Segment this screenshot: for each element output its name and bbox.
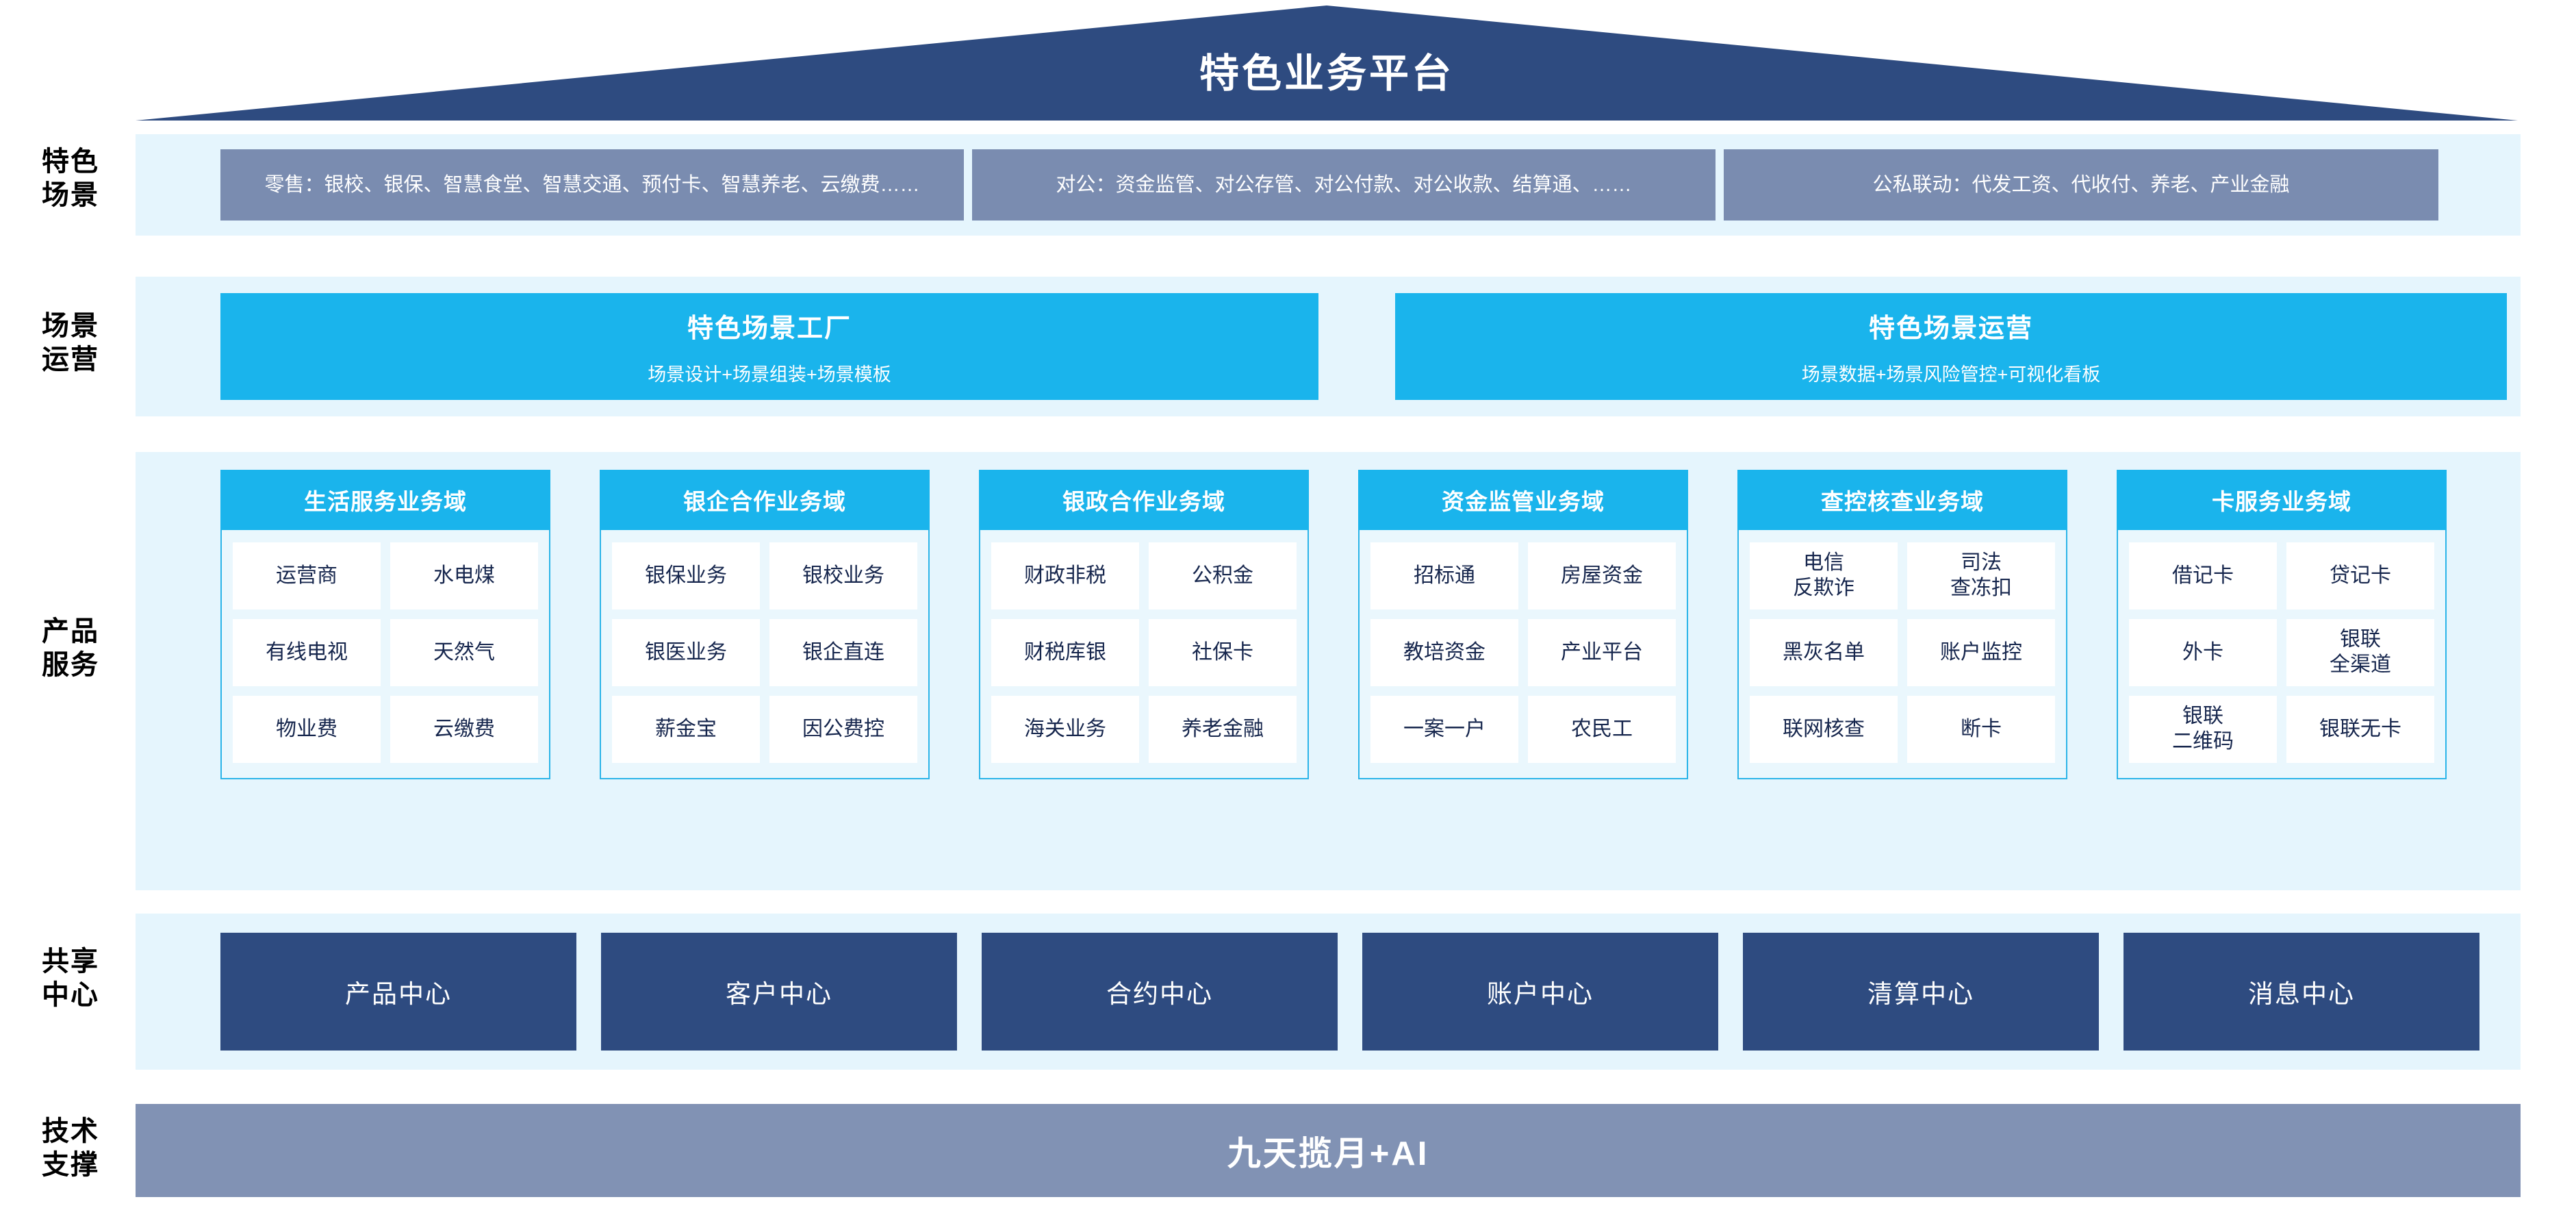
domain-item-grid: 电信反欺诈 司法查冻扣 黑灰名单 账户监控 联网核查 断卡 [1739,529,2066,778]
domain-card-life-service[interactable]: 生活服务业务域 运营商 水电煤 有线电视 天然气 物业费 云缴费 [220,470,550,779]
domain-item[interactable]: 借记卡 [2129,542,2277,609]
domain-card-fund-supervision[interactable]: 资金监管业务域 招标通 房屋资金 教培资金 产业平台 一案一户 农民工 [1358,470,1688,779]
shared-center-customer[interactable]: 客户中心 [601,933,957,1051]
roof-shape [136,5,2518,121]
domain-item-grid: 招标通 房屋资金 教培资金 产业平台 一案一户 农民工 [1360,529,1687,778]
domain-item[interactable]: 公积金 [1149,542,1297,609]
domain-item[interactable]: 断卡 [1907,696,2055,763]
domain-header: 卡服务业务域 [2117,470,2447,530]
domain-item[interactable]: 薪金宝 [612,696,760,763]
row-label-shared-center-line1: 共享 [42,946,99,977]
domain-item[interactable]: 银保业务 [612,542,760,609]
domain-item[interactable]: 联网核查 [1750,696,1898,763]
row-label-product-service-line2: 服务 [42,649,99,680]
domain-item[interactable]: 天然气 [390,619,538,686]
page-title: 特色业务平台 [1199,51,1454,96]
row-label-tech-support: 技术支撑 [12,1115,129,1182]
domain-item-grid: 财政非税 公积金 财税库银 社保卡 海关业务 养老金融 [980,529,1308,778]
domain-item[interactable]: 海关业务 [991,696,1139,763]
domain-item[interactable]: 物业费 [233,696,381,763]
domain-item[interactable]: 黑灰名单 [1750,619,1898,686]
domain-item[interactable]: 有线电视 [233,619,381,686]
shared-center-account[interactable]: 账户中心 [1362,933,1718,1051]
row-label-scene-operation-line2: 运营 [42,344,99,375]
shared-center-contract[interactable]: 合约中心 [982,933,1338,1051]
domain-item[interactable]: 产业平台 [1528,619,1676,686]
domain-header: 银政合作业务域 [979,470,1309,530]
domain-item-grid: 银保业务 银校业务 银医业务 银企直连 薪金宝 因公费控 [601,529,928,778]
domain-item[interactable]: 银医业务 [612,619,760,686]
domain-item[interactable]: 社保卡 [1149,619,1297,686]
domain-item[interactable]: 因公费控 [769,696,917,763]
domain-item[interactable]: 贷记卡 [2286,542,2434,609]
row-label-product-service: 产品服务 [12,615,129,682]
domain-header: 银企合作业务域 [600,470,930,530]
shared-center-product[interactable]: 产品中心 [220,933,576,1051]
domain-item[interactable]: 财税库银 [991,619,1139,686]
domain-item[interactable]: 教培资金 [1370,619,1518,686]
domain-card-bank-government[interactable]: 银政合作业务域 财政非税 公积金 财税库银 社保卡 海关业务 养老金融 [979,470,1309,779]
domain-item[interactable]: 养老金融 [1149,696,1297,763]
domain-card-card-service[interactable]: 卡服务业务域 借记卡 贷记卡 外卡 银联全渠道 银联二维码 银联无卡 [2117,470,2447,779]
domain-header: 资金监管业务域 [1358,470,1688,530]
row-label-tech-support-line1: 技术 [42,1116,99,1146]
domain-card-investigation-control[interactable]: 查控核查业务域 电信反欺诈 司法查冻扣 黑灰名单 账户监控 联网核查 断卡 [1737,470,2067,779]
scene-factory-card[interactable]: 特色场景工厂 场景设计+场景组装+场景模板 [220,293,1318,400]
scene-operation-subtitle: 场景数据+场景风险管控+可视化看板 [1801,364,2101,385]
shared-center-message[interactable]: 消息中心 [2124,933,2479,1051]
domain-header: 生活服务业务域 [220,470,550,530]
tech-support-label: 九天揽月+AI [1227,1135,1429,1172]
row-label-scenarios-line1: 特色 [42,147,99,177]
scenarios-band: 零售：银校、银保、智慧食堂、智慧交通、预付卡、智慧养老、云缴费…… 对公：资金监… [136,134,2521,236]
domain-item[interactable]: 运营商 [233,542,381,609]
domain-item[interactable]: 银企直连 [769,619,917,686]
scene-operation-title: 特色场景运营 [1868,314,2033,343]
domain-item-grid: 借记卡 贷记卡 外卡 银联全渠道 银联二维码 银联无卡 [2118,529,2445,778]
tech-support-band: 九天揽月+AI [136,1104,2521,1197]
row-label-scenarios-line2: 场景 [42,179,99,210]
domain-item[interactable]: 云缴费 [390,696,538,763]
product-service-band: 生活服务业务域 运营商 水电煤 有线电视 天然气 物业费 云缴费 银企合作业务域… [136,452,2521,890]
domain-item[interactable]: 招标通 [1370,542,1518,609]
domain-item[interactable]: 司法查冻扣 [1907,542,2055,609]
row-label-product-service-line1: 产品 [42,616,99,646]
domain-item[interactable]: 外卡 [2129,619,2277,686]
row-label-scenarios: 特色场景 [12,145,129,212]
domain-item[interactable]: 账户监控 [1907,619,2055,686]
row-label-shared-center-line2: 中心 [42,979,99,1010]
domain-item[interactable]: 房屋资金 [1528,542,1676,609]
domain-item[interactable]: 银校业务 [769,542,917,609]
scenario-card-public-private[interactable]: 公私联动：代发工资、代收付、养老、产业金融 [1724,149,2438,221]
domain-item-grid: 运营商 水电煤 有线电视 天然气 物业费 云缴费 [222,529,549,778]
domain-item[interactable]: 银联二维码 [2129,696,2277,763]
domain-item[interactable]: 电信反欺诈 [1750,542,1898,609]
shared-center-settlement[interactable]: 清算中心 [1743,933,2099,1051]
row-label-tech-support-line2: 支撑 [42,1149,99,1180]
domain-item[interactable]: 银联无卡 [2286,696,2434,763]
scene-factory-title: 特色场景工厂 [687,314,852,343]
scene-factory-subtitle: 场景设计+场景组装+场景模板 [648,364,891,385]
domain-item[interactable]: 水电煤 [390,542,538,609]
scenario-card-retail[interactable]: 零售：银校、银保、智慧食堂、智慧交通、预付卡、智慧养老、云缴费…… [220,149,964,221]
scenario-card-corporate[interactable]: 对公：资金监管、对公存管、对公付款、对公收款、结算通、…… [972,149,1716,221]
domain-header: 查控核查业务域 [1737,470,2067,530]
scene-operation-band: 特色场景工厂 场景设计+场景组装+场景模板 特色场景运营 场景数据+场景风险管控… [136,277,2521,416]
domain-card-bank-enterprise[interactable]: 银企合作业务域 银保业务 银校业务 银医业务 银企直连 薪金宝 因公费控 [600,470,930,779]
domain-item[interactable]: 财政非税 [991,542,1139,609]
row-label-scene-operation-line1: 场景 [42,311,99,341]
domain-item[interactable]: 农民工 [1528,696,1676,763]
domain-item[interactable]: 银联全渠道 [2286,619,2434,686]
platform-roof: 特色业务平台 [136,5,2518,121]
row-label-shared-center: 共享中心 [12,945,129,1012]
scene-operation-card[interactable]: 特色场景运营 场景数据+场景风险管控+可视化看板 [1395,293,2507,400]
domain-item[interactable]: 一案一户 [1370,696,1518,763]
shared-center-band: 产品中心 客户中心 合约中心 账户中心 清算中心 消息中心 [136,914,2521,1070]
row-label-scene-operation: 场景运营 [12,310,129,377]
